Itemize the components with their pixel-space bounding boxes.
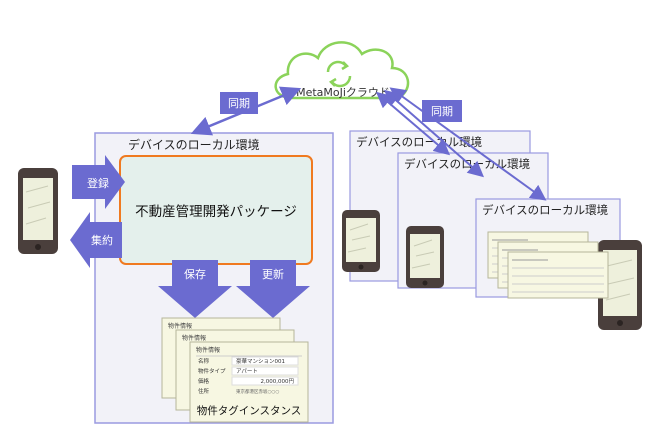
doc-card: 物件情報 名称 豪華マンション001 物件タイプ アパート 価格 2,000,0… — [189, 341, 309, 423]
remote-tablet — [341, 209, 381, 273]
update-arrow: 更新 — [236, 260, 310, 318]
doc-row-label: 価格 — [198, 377, 210, 385]
svg-text:物件情報: 物件情報 — [182, 334, 206, 342]
svg-text:同期: 同期 — [431, 105, 453, 118]
sync-label-left: 同期 — [220, 92, 258, 114]
save-arrow: 保存 — [158, 260, 232, 318]
doc-row-value: 豪華マンション001 — [236, 357, 285, 365]
doc-stack: 物件情報 物件情報 物件情報 名称 豪華マンション001 物件タイプ アパート … — [161, 317, 309, 423]
cloud-node: MetaMoJiクラウド — [274, 41, 410, 100]
remote-tablet — [598, 240, 642, 330]
svg-text:同期: 同期 — [228, 97, 250, 110]
remote-doc-stack — [487, 231, 609, 299]
aggregate-arrow: 集約 — [70, 212, 122, 268]
doc-caption: 物件タグインスタンス — [197, 404, 302, 417]
register-arrow: 登録 — [72, 155, 125, 209]
save-label: 保存 — [184, 267, 206, 281]
doc-header: 物件情報 — [196, 346, 220, 354]
sync-cycle-icon — [326, 60, 352, 88]
doc-row-label: 住所 — [198, 387, 210, 395]
doc-row-value: アパート — [236, 368, 258, 375]
remote-tablet — [405, 225, 445, 289]
cloud-label: MetaMoJiクラウド — [296, 86, 390, 99]
main-env-title: デバイスのローカル環境 — [128, 137, 260, 152]
aggregate-label: 集約 — [91, 233, 113, 247]
sync-label-right: 同期 — [422, 100, 462, 122]
package-label: 不動産管理開発パッケージ — [135, 204, 297, 220]
sync-line-right-3 — [389, 87, 547, 201]
doc-row-value: 2,000,000円 — [261, 378, 295, 385]
remote-env-title: デバイスのローカル環境 — [404, 157, 530, 171]
register-label: 登録 — [87, 176, 109, 190]
update-label: 更新 — [262, 267, 284, 281]
cloud-shape — [274, 41, 410, 100]
remote-env-title: デバイスのローカル環境 — [482, 203, 608, 217]
doc-row-value: 東京都港区赤坂○○○ — [236, 388, 279, 395]
remote-env-title: デバイスのローカル環境 — [356, 135, 482, 149]
left-tablet — [18, 168, 58, 254]
doc-row-label: 物件タイプ — [198, 367, 226, 375]
svg-text:物件情報: 物件情報 — [168, 322, 192, 330]
doc-row-label: 名称 — [198, 357, 210, 365]
